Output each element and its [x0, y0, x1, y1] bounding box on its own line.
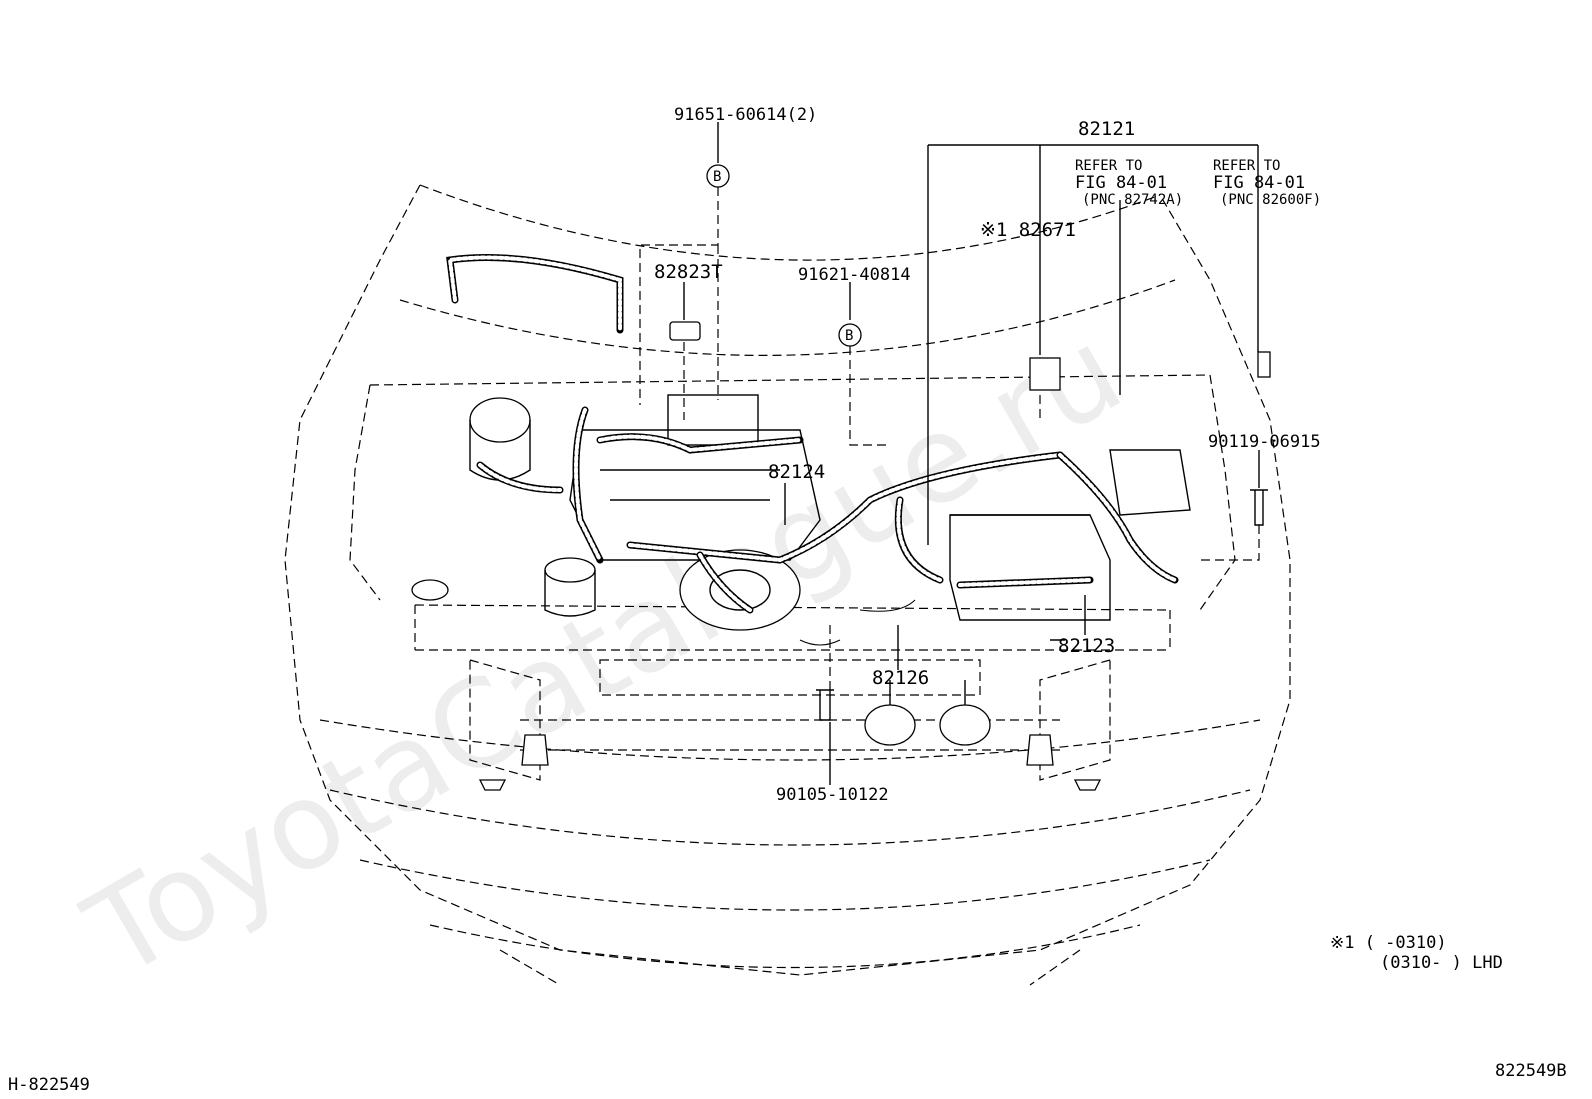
refer-b-line1: REFER TO: [1213, 158, 1280, 174]
label-91621-40814: 91621-40814: [798, 265, 911, 285]
drawing-code-left: H-822549: [8, 1075, 90, 1095]
leader-lines: [639, 122, 1260, 785]
82823T-part: [669, 321, 701, 341]
label-91651-60614: 91651-60614(2): [674, 105, 817, 125]
82671-relay: [1029, 357, 1061, 391]
refer-b-line3: (PNC 82600F): [1220, 192, 1321, 208]
82600F-connector: [1257, 351, 1271, 378]
note-line-2: (0310- ) LHD: [1380, 953, 1503, 973]
label-82126: 82126: [872, 667, 929, 689]
wire-harnesses: [446, 254, 1179, 646]
circle-b-label-2: B: [845, 328, 853, 344]
label-90105-10122: 90105-10122: [776, 785, 889, 805]
part-number-labels: 91651-60614(2) B 82823T 91621-40814 B 82…: [8, 105, 1567, 1095]
label-82123: 82123: [1058, 635, 1115, 657]
label-82124: 82124: [768, 461, 825, 483]
refer-a-line1: REFER TO: [1075, 158, 1142, 174]
label-82121: 82121: [1078, 118, 1135, 140]
circle-b-label-1: B: [713, 169, 721, 185]
label-82671: ※1 82671: [980, 219, 1076, 241]
refer-a-line2: FIG 84-01: [1075, 173, 1167, 193]
label-82823T: 82823T: [654, 261, 723, 283]
label-90119-06915: 90119-06915: [1208, 432, 1321, 452]
refer-b-line2: FIG 84-01: [1213, 173, 1305, 193]
refer-a-line3: (PNC 82742A): [1082, 192, 1183, 208]
drawing-code-right: 822549B: [1495, 1061, 1567, 1081]
note-line-1: ※1 ( -0310): [1330, 933, 1447, 953]
watermark-text: ToyotaCatalogue.ru: [64, 302, 1144, 1006]
